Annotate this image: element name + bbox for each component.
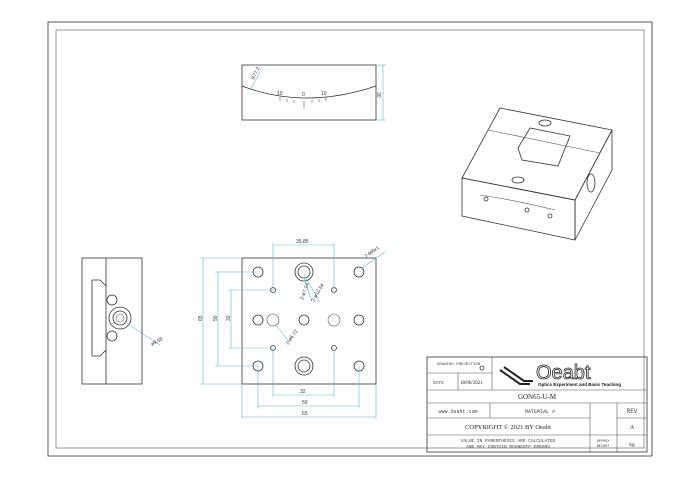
bore-label: ø9.58	[150, 336, 164, 348]
scale-label: 10	[321, 91, 327, 97]
scale-arc	[241, 85, 377, 99]
height-label: 30	[375, 92, 381, 98]
radius-label: R77.2	[250, 66, 261, 81]
svg-text:Optics Experiment and Basic Te: Optics Experiment and Basic Teaching	[538, 382, 621, 387]
weight-label: WEIGHT	[597, 445, 610, 449]
counterbore-inner-label: 2-ø7.14	[299, 282, 311, 300]
width-top-label: 35.85	[296, 239, 309, 245]
note-line-1: VALUE IN PARENTHESIS ARE CALCULATED	[461, 438, 556, 444]
scale-label: 10	[277, 91, 283, 97]
isometric-view	[461, 107, 613, 241]
width-mid-label: 50	[302, 400, 308, 406]
width-inner-label: 32	[300, 389, 306, 395]
sheet-border	[47, 21, 653, 457]
side-view: ø9.58	[81, 257, 164, 385]
website: www.Oeabt.com	[438, 409, 477, 415]
weight-unit: kg	[629, 442, 635, 448]
sheet-inner-border	[55, 29, 645, 449]
date-value: 18/06/2021	[460, 381, 483, 386]
scale-label: 0	[302, 92, 305, 98]
date-label: DATE	[433, 380, 444, 386]
corner-holes-label: 7-M6x1	[364, 245, 381, 260]
oeabt-logo: Oeabt Optics Experiment and Basic Teachi…	[499, 362, 621, 387]
projection-symbol-icon	[479, 365, 485, 371]
svg-text:Oeabt: Oeabt	[536, 362, 591, 384]
counterbore-outer-label: 2-ø10.54	[311, 282, 326, 303]
part-number: GON65-U-M	[518, 393, 557, 401]
side-holes-label: 2-ø6.72	[285, 328, 300, 346]
height-mid-label: 50	[213, 315, 219, 321]
rev-label: REV	[627, 408, 638, 415]
top-view: R77.2 10 0 10 30	[241, 64, 386, 121]
title-block: DRAWING PROJECTION DATE 18/06/2021 Oeabt…	[426, 356, 648, 453]
material-label: MATERIAL #	[525, 409, 555, 415]
copyright: COPYRIGHT © 2021 BY Oeabt	[465, 424, 551, 431]
height-outer-label: 65	[198, 315, 204, 321]
rev-value: A	[630, 425, 635, 431]
height-inner-label: 32	[226, 315, 232, 321]
front-view: 35.85 7-M6x1 2-ø10.54 2-ø7.14 2-ø6.72 65…	[198, 239, 386, 419]
projection-label: DRAWING PROJECTION	[437, 363, 481, 367]
width-outer-label: 65	[302, 411, 308, 417]
note-line-2: AND MAY CONTAIN ROUNDOFF ERRORS	[466, 444, 550, 450]
weight-label: APPROX	[597, 440, 611, 444]
